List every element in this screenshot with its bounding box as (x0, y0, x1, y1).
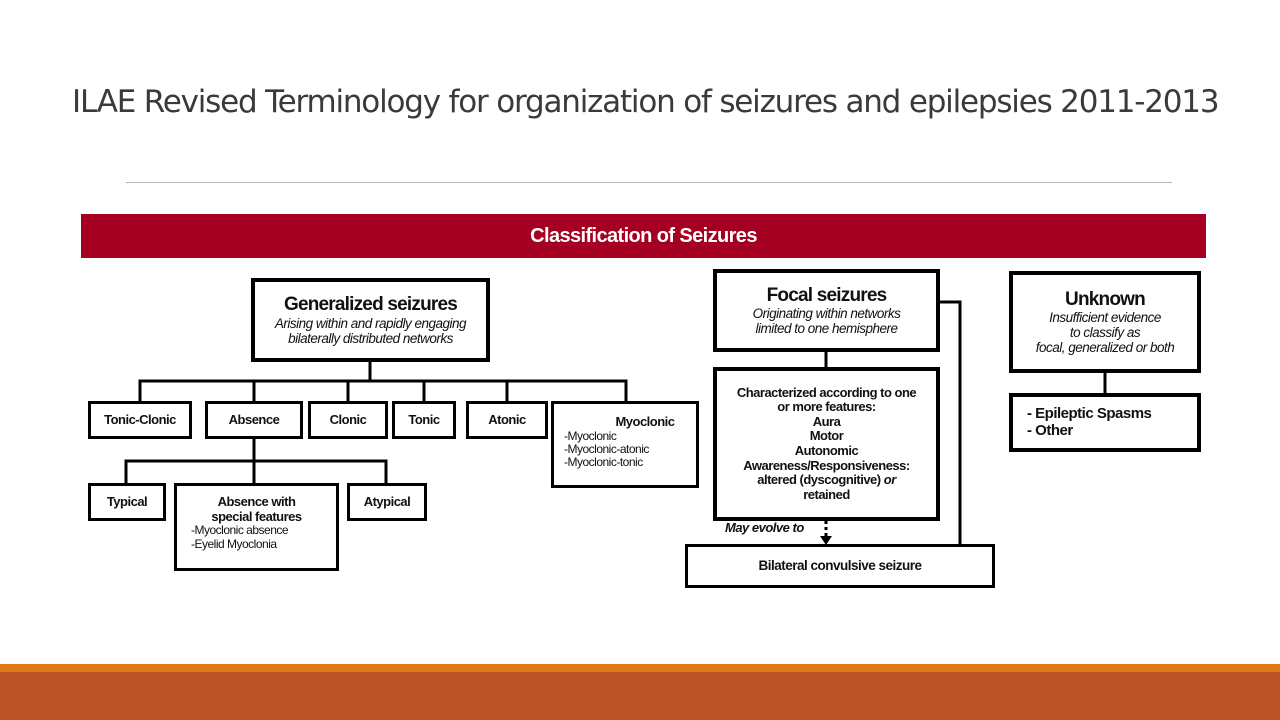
tonic-label: Tonic (408, 411, 440, 427)
myoclonic-title: Myoclonic (615, 414, 675, 429)
atypical-label: Atypical (363, 493, 411, 509)
clonic-box: Clonic (308, 401, 388, 439)
focal-feature-line: Motor (809, 428, 844, 444)
absence-special-list: -Myoclonic absence -Eyelid Myoclonia (191, 523, 289, 551)
absence-special-item: -Eyelid Myoclonia (191, 536, 277, 551)
myoclonic-box: Myoclonic -Myoclonic -Myoclonic-atonic -… (551, 401, 699, 488)
myoclonic-item: -Myoclonic (564, 428, 617, 443)
footer-accent-stripe (0, 664, 1280, 672)
unknown-item: - Epileptic Spasms (1027, 404, 1152, 422)
absence-special-line1: Absence with (217, 494, 296, 509)
unknown-title: Unknown (1065, 288, 1146, 310)
unknown-desc-line1: Insufficient evidence (1049, 309, 1161, 325)
absence-label: Absence (228, 411, 280, 427)
absence-special-line2: special features (211, 508, 302, 524)
focal-desc-line2: limited to one hemisphere (755, 321, 898, 337)
title-divider (126, 182, 1172, 183)
banner-title: Classification of Seizures (530, 224, 757, 247)
focal-feature-line: Awareness/Responsiveness: (743, 457, 910, 473)
generalized-seizures-box: Generalized seizures Arising within and … (251, 278, 490, 362)
unknown-desc-line2: to classify as (1069, 325, 1141, 341)
atonic-box: Atonic (466, 401, 548, 439)
focal-feature-retained: retained (803, 486, 850, 502)
focal-desc-line1: Originating within networks (752, 306, 901, 322)
clonic-label: Clonic (329, 411, 367, 427)
myoclonic-item: -Myoclonic-atonic (564, 441, 649, 456)
bilateral-label: Bilateral convulsive seizure (758, 558, 922, 574)
footer-bar (0, 672, 1280, 720)
focal-feature-altered: altered (dyscognitive) (757, 472, 881, 488)
focal-feature-altered-line: altered (dyscognitive) or (757, 472, 897, 488)
focal-feature-line: or more features: (777, 399, 876, 415)
unknown-box: Unknown Insufficient evidence to classif… (1009, 271, 1201, 373)
focal-title: Focal seizures (766, 284, 888, 306)
bilateral-convulsive-box: Bilateral convulsive seizure (685, 544, 995, 588)
typical-box: Typical (88, 483, 166, 521)
generalized-desc-line1: Arising within and rapidly engaging (274, 315, 467, 331)
atypical-box: Atypical (347, 483, 427, 521)
focal-features-box: Characterized according to one or more f… (713, 367, 940, 521)
myoclonic-item: -Myoclonic-tonic (564, 455, 643, 470)
tonic-box: Tonic (392, 401, 456, 439)
typical-label: Typical (106, 493, 148, 509)
absence-special-box: Absence with special features -Myoclonic… (174, 483, 339, 571)
may-evolve-label: May evolve to (725, 520, 804, 535)
arrow-down-icon (820, 536, 832, 545)
classification-banner: Classification of Seizures (81, 214, 1206, 258)
focal-seizures-box: Focal seizures Originating within networ… (713, 269, 940, 352)
atonic-label: Atonic (488, 411, 526, 427)
focal-feature-line: Aura (812, 413, 841, 429)
focal-feature-or: or (883, 472, 897, 488)
connector-focal-bilateral (937, 300, 962, 546)
generalized-title: Generalized seizures (283, 294, 458, 316)
tonic-clonic-label: Tonic-Clonic (104, 411, 176, 427)
unknown-item: - Other (1027, 421, 1073, 439)
focal-feature-line: Autonomic (794, 443, 859, 458)
focal-feature-line: Characterized according to one (736, 384, 917, 400)
absence-special-item: -Myoclonic absence (191, 523, 289, 538)
tonic-clonic-box: Tonic-Clonic (88, 401, 192, 439)
absence-box: Absence (205, 401, 303, 439)
unknown-items-box: - Epileptic Spasms - Other (1009, 393, 1201, 452)
myoclonic-list: -Myoclonic -Myoclonic-atonic -Myoclonic-… (564, 428, 649, 470)
generalized-desc-line2: bilaterally distributed networks (288, 330, 453, 346)
slide-title: ILAE Revised Terminology for organizatio… (72, 84, 1220, 120)
unknown-desc-line3: focal, generalized or both (1035, 340, 1175, 356)
